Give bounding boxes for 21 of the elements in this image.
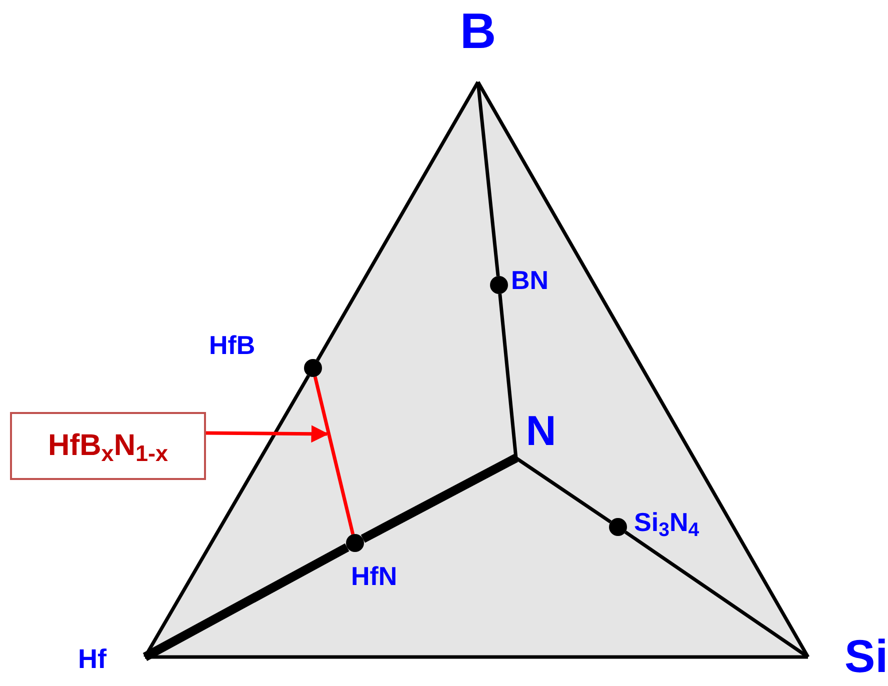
- tie-line: [313, 376, 355, 535]
- tie-line: [360, 454, 518, 543]
- leader-arrow: [206, 425, 329, 443]
- tie-line: [498, 294, 518, 458]
- vertex-label: N: [526, 410, 556, 452]
- tie-line: [476, 82, 500, 276]
- tie-line: [624, 530, 809, 658]
- tie-line: [316, 81, 480, 362]
- tie-line: [515, 456, 612, 524]
- tie-line: [476, 81, 810, 658]
- vertex-label: Si: [844, 633, 888, 679]
- phase-label: BN: [511, 267, 549, 293]
- phase-label: HfB: [209, 332, 256, 358]
- tie-line: [142, 543, 350, 661]
- tie-line: [145, 655, 808, 659]
- vertex-label: B: [460, 6, 496, 56]
- phase-label: Si$_{3}$N$_{4}$: [634, 509, 700, 535]
- tie-line: [143, 374, 310, 658]
- vertex-label: Hf: [78, 646, 106, 672]
- callout-box: HfB$_{x}$N$_{1-x}$: [10, 412, 206, 480]
- phase-label: HfN: [351, 563, 398, 589]
